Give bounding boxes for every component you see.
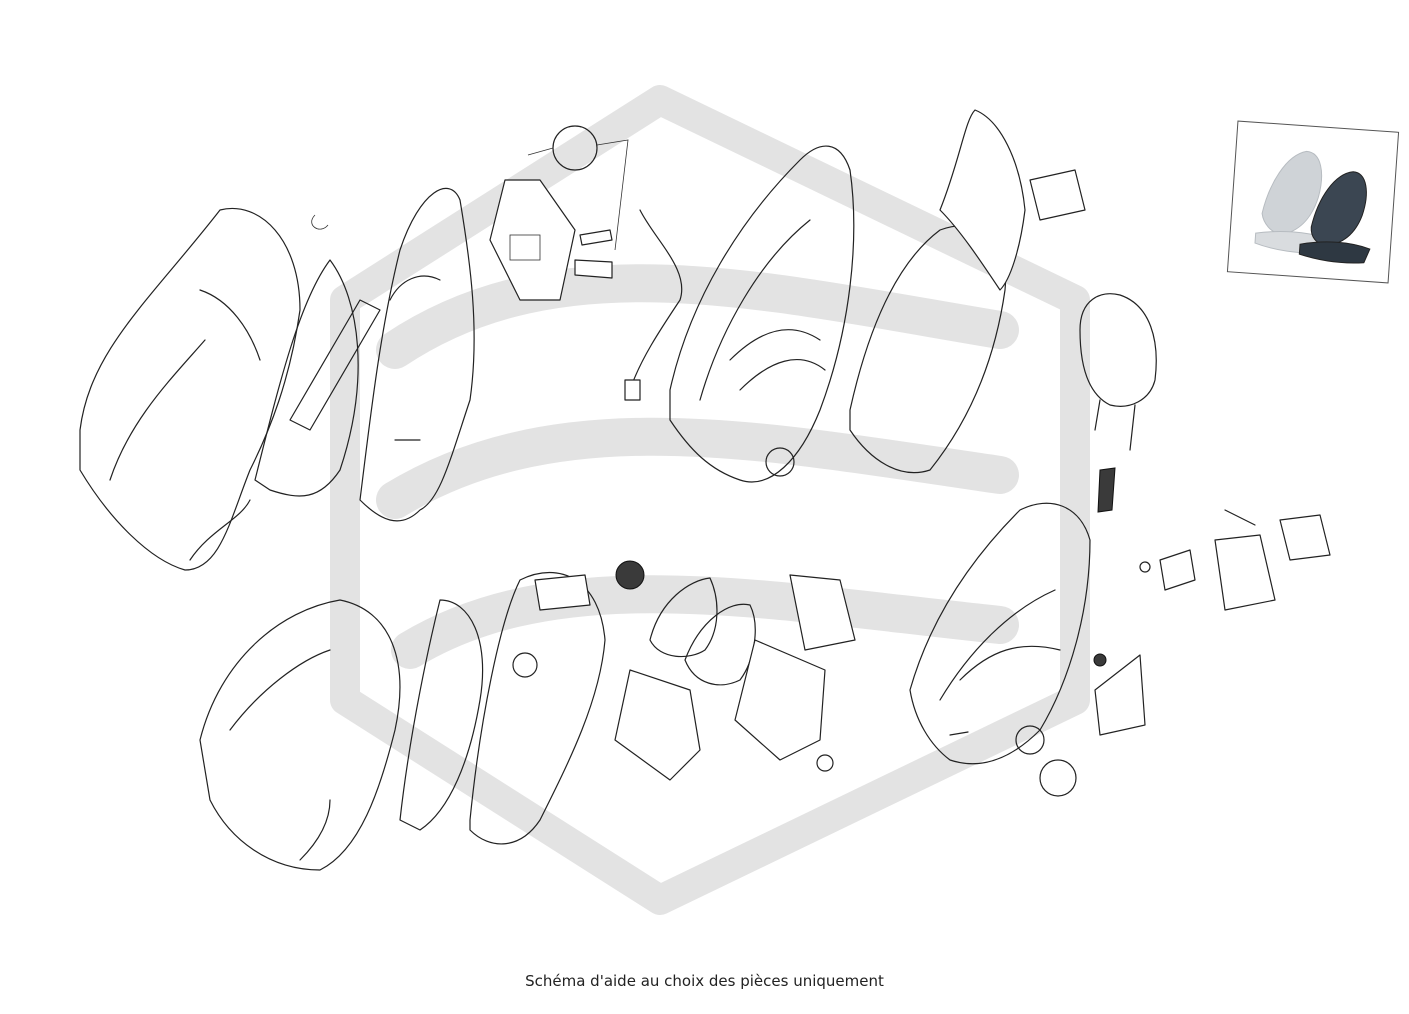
diagram-caption: Schéma d'aide au choix des pièces unique… xyxy=(525,972,884,990)
seat-back-cushion-upper xyxy=(79,207,301,571)
headrest xyxy=(1079,293,1157,513)
seat-back-shell-lower xyxy=(399,571,606,845)
seat-padding-upper xyxy=(254,214,381,497)
seat-back-panel xyxy=(489,125,683,401)
seat-thumbnail xyxy=(1226,120,1400,284)
seat-back-frame-lower xyxy=(909,502,1146,797)
seat-back-cushion-lower xyxy=(199,599,401,871)
seat-back-frame-upper xyxy=(669,145,855,483)
seat-back-frame-rear xyxy=(849,109,1086,474)
lumbar-and-modules xyxy=(614,560,856,781)
seat-thumbnail-icon xyxy=(1254,150,1371,264)
seat-switch-assembly xyxy=(1139,509,1331,611)
seat-back-shell-upper xyxy=(359,187,475,522)
